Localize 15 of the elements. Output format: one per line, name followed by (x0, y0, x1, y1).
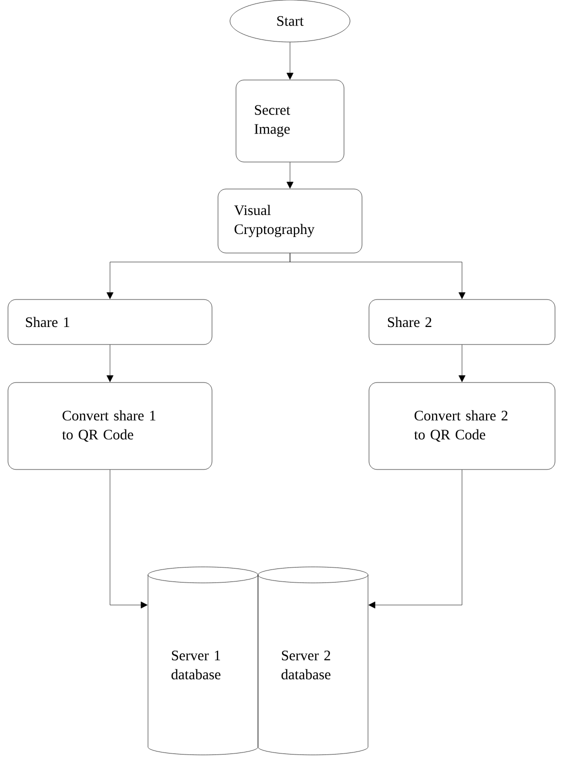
process-box: Convert share 1 to QR Code (8, 382, 212, 470)
arrow (286, 42, 294, 80)
arrow (106, 344, 114, 382)
process-box: Share 1 (8, 299, 212, 345)
process-box: Share 2 (368, 299, 556, 345)
database-cylinder: Server 1 database (148, 566, 258, 756)
arrow (110, 470, 148, 608)
arrow (458, 344, 466, 382)
arrow (286, 162, 294, 189)
process-box: Secret Image (236, 80, 344, 162)
database-cylinder: Server 2 database (258, 566, 368, 756)
arrow (368, 470, 462, 608)
process-box: Visual Cryptography (218, 188, 362, 254)
process-box: Convert share 2 to QR Code (368, 382, 556, 470)
arrow (290, 253, 466, 300)
